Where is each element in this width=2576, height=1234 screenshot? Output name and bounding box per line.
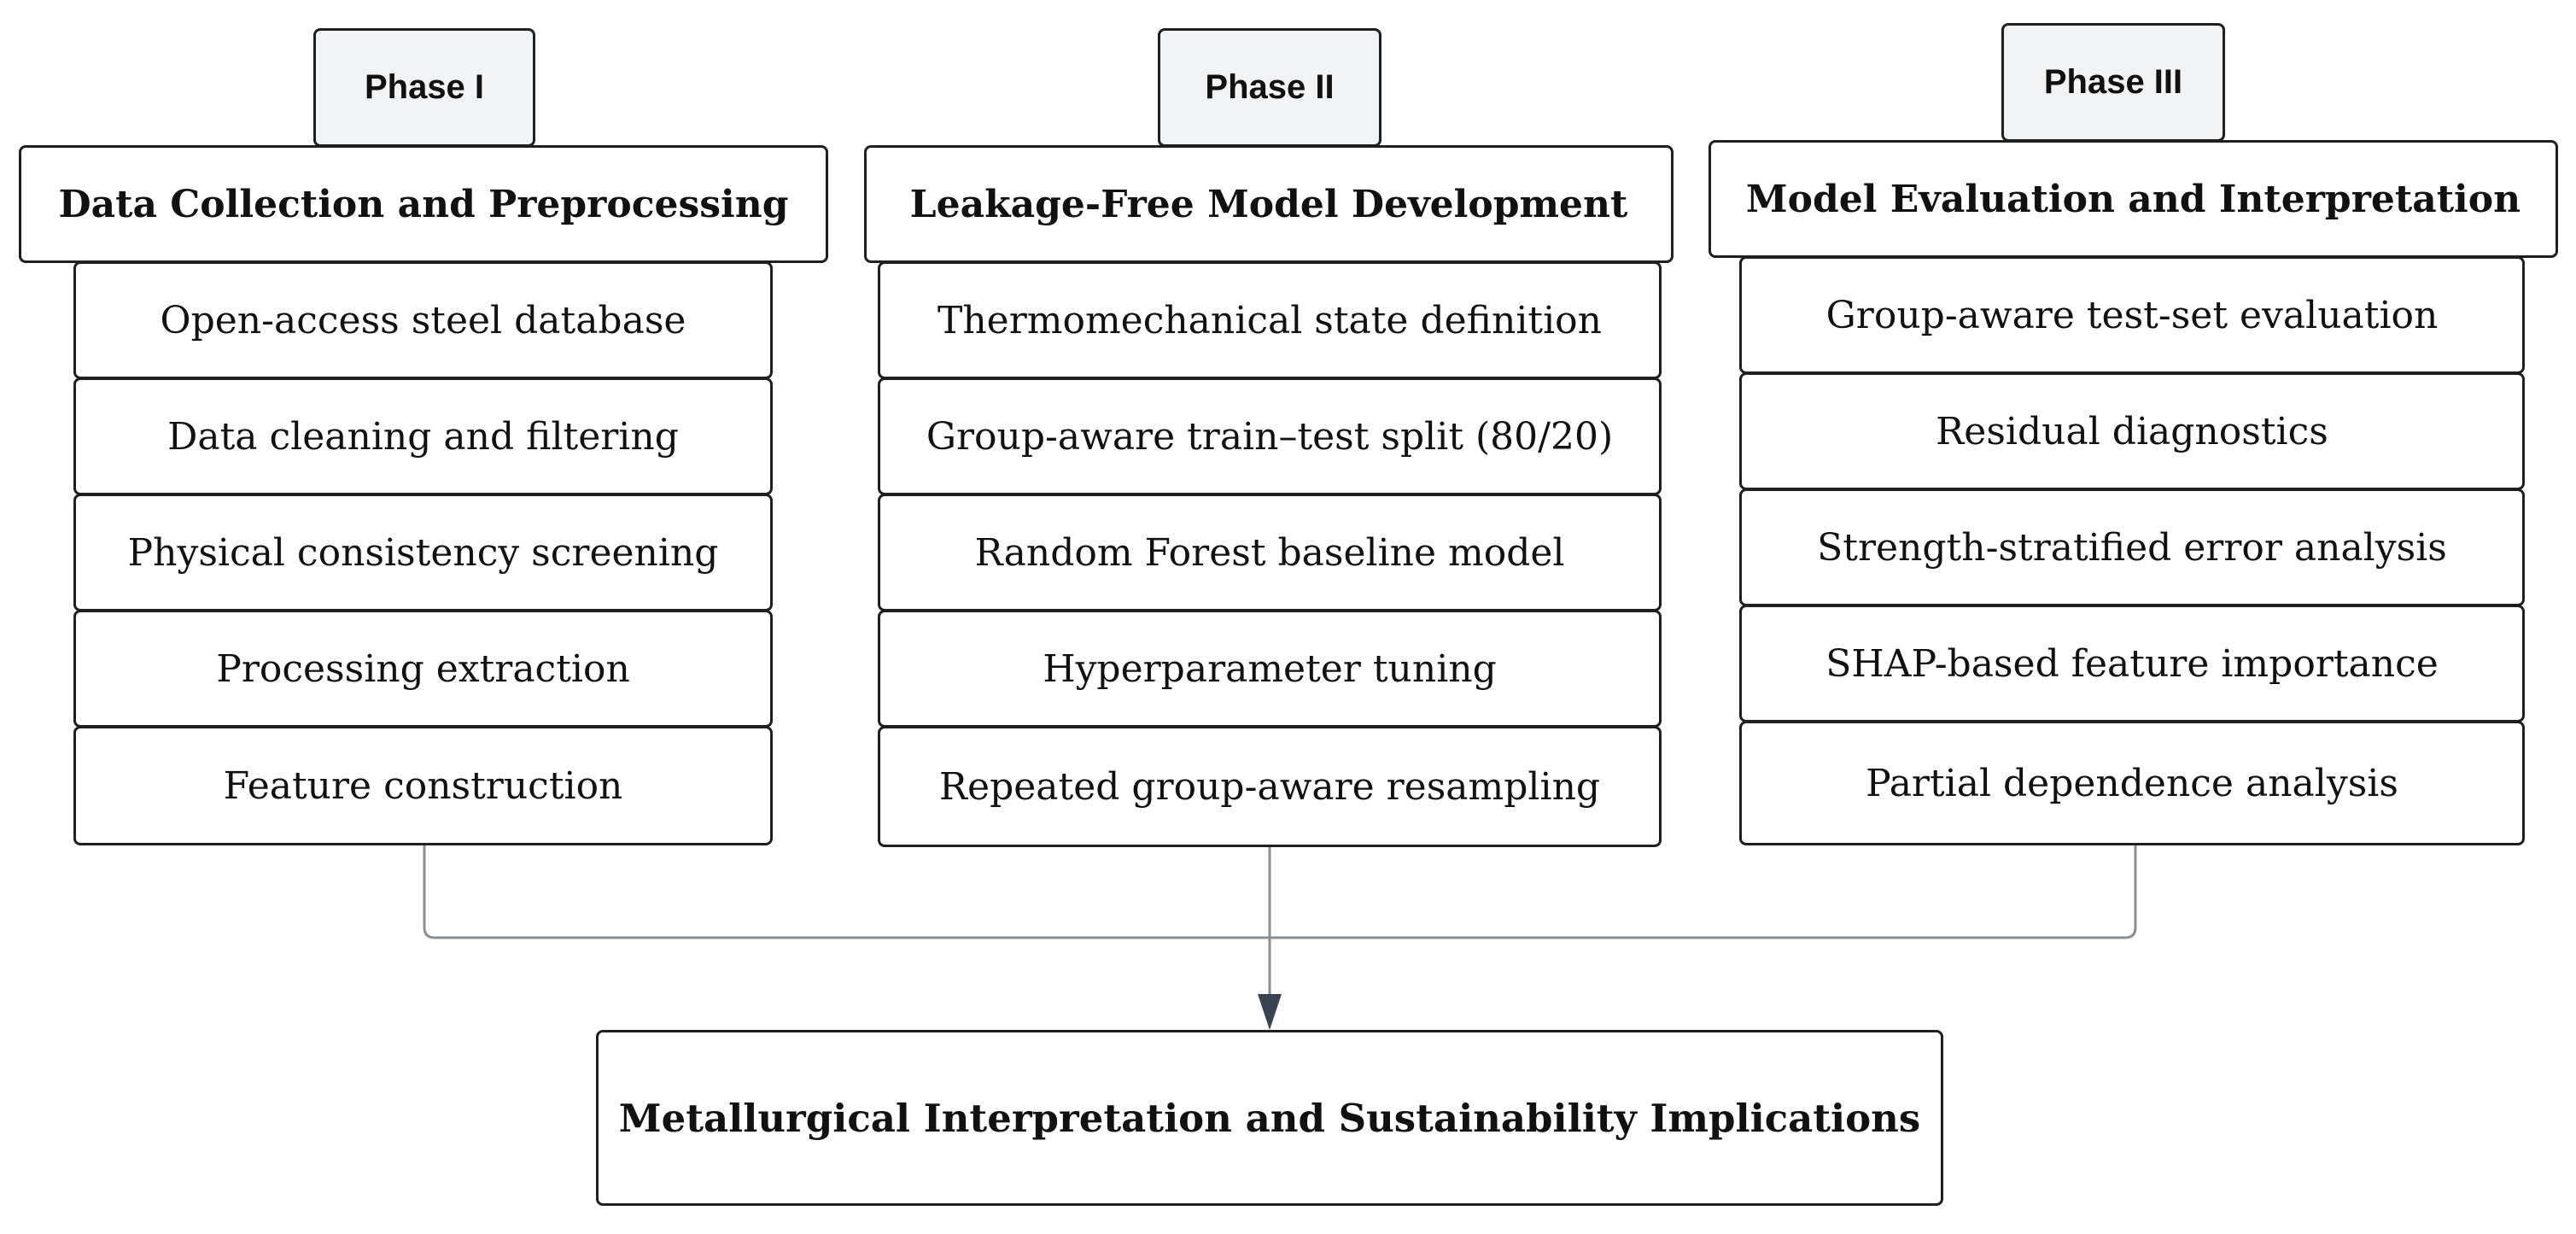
outcome-label: Metallurgical Interpretation and Sustain… bbox=[618, 1095, 1921, 1141]
phase-2-tab: Phase II bbox=[1158, 28, 1381, 147]
phase-1-title: Data Collection and Preprocessing bbox=[58, 182, 789, 226]
phase-3-step-1: Group-aware test-set evaluation bbox=[1739, 256, 2525, 374]
phase-2-step-2: Group-aware train–test split (80/20) bbox=[878, 377, 1662, 495]
phase-3-tab-label: Phase III bbox=[2043, 63, 2183, 101]
phase-1-tab-label: Phase I bbox=[364, 68, 485, 106]
phase-3-step-2: Residual diagnostics bbox=[1739, 372, 2525, 490]
phase-3-step-3: Strength-stratified error analysis bbox=[1739, 488, 2525, 606]
phase-3-header: Model Evaluation and Interpretation bbox=[1709, 140, 2558, 258]
phase-3-title: Model Evaluation and Interpretation bbox=[1745, 177, 2521, 221]
phase-2-header: Leakage-Free Model Development bbox=[864, 145, 1674, 263]
phase-2-step-1: Thermomechanical state definition bbox=[878, 261, 1662, 379]
phase-2-tab-label: Phase II bbox=[1205, 68, 1335, 106]
phase-2-step-4: Hyperparameter tuning bbox=[878, 610, 1662, 728]
phase-1-header: Data Collection and Preprocessing bbox=[19, 145, 828, 263]
phase-3-step-4: SHAP-based feature importance bbox=[1739, 605, 2525, 722]
arrow-head-icon bbox=[1258, 994, 1282, 1030]
phase-1-step-2: Data cleaning and filtering bbox=[73, 377, 773, 495]
outcome-box: Metallurgical Interpretation and Sustain… bbox=[596, 1030, 1943, 1206]
phase-3-tab: Phase III bbox=[2001, 23, 2225, 142]
phase-1-tab: Phase I bbox=[313, 28, 535, 147]
phase-2-step-5: Repeated group-aware resampling bbox=[878, 726, 1662, 847]
connector-phase-3 bbox=[1270, 845, 2137, 939]
connector-phase-1 bbox=[423, 845, 1270, 939]
phase-2-step-3: Random Forest baseline model bbox=[878, 494, 1662, 611]
phase-1-step-3: Physical consistency screening bbox=[73, 494, 773, 611]
phase-2-title: Leakage-Free Model Development bbox=[909, 182, 1628, 226]
phase-1-step-5: Feature construction bbox=[73, 726, 773, 845]
phase-1-step-1: Open-access steel database bbox=[73, 261, 773, 379]
phase-1-step-4: Processing extraction bbox=[73, 610, 773, 728]
phase-3-step-5: Partial dependence analysis bbox=[1739, 721, 2525, 845]
